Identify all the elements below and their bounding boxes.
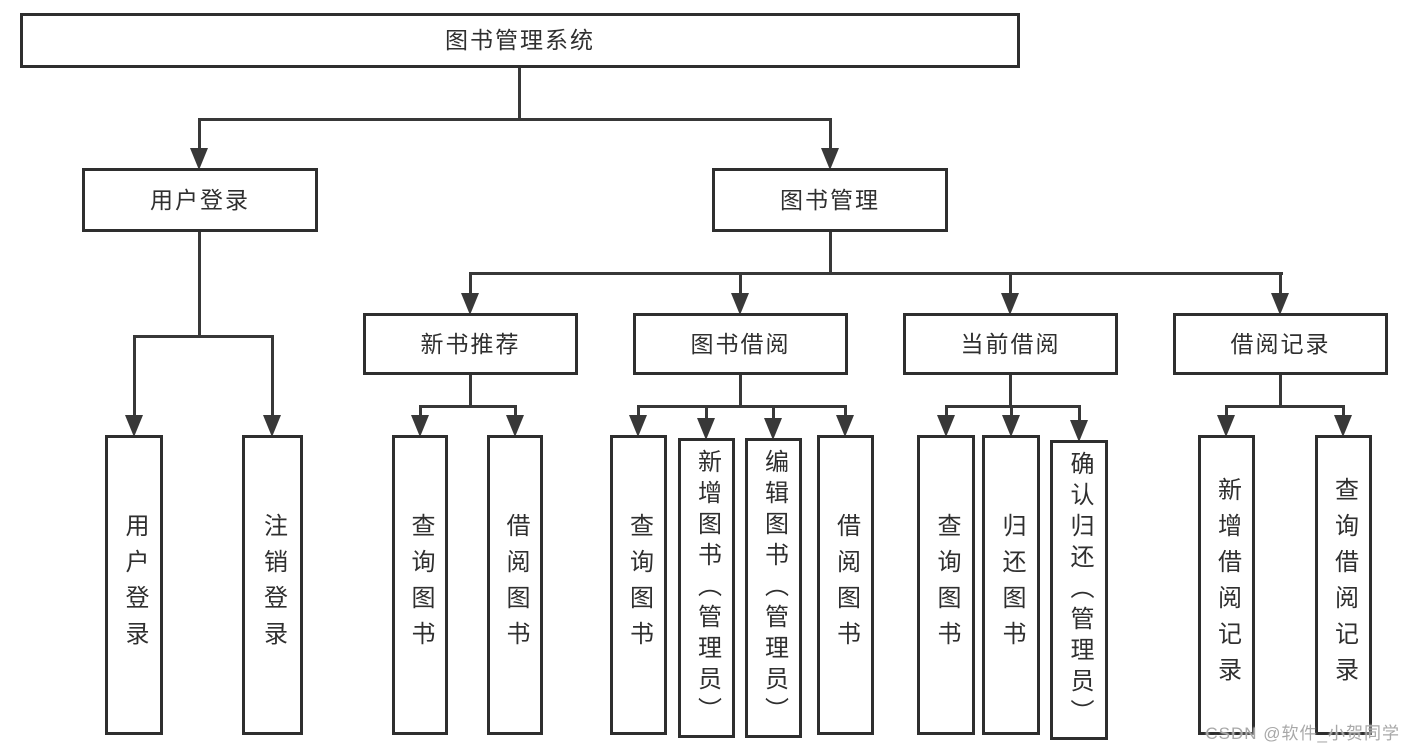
flow-box-leaf-query-books-c: 查询图书 <box>917 435 975 735</box>
arrow-down-icon <box>821 148 839 170</box>
flow-box-leaf-query-books-b: 查询图书 <box>610 435 667 735</box>
arrow-down-icon <box>125 415 143 437</box>
arrow-down-icon <box>461 293 479 315</box>
connector-line-horizontal <box>197 118 832 121</box>
connector-line-horizontal <box>468 272 1283 275</box>
watermark-text: CSDN @软件_小贺同学 <box>1205 724 1400 743</box>
arrow-down-icon <box>506 415 524 437</box>
connector-line-vertical <box>828 232 832 274</box>
arrow-down-icon <box>1271 293 1289 315</box>
flow-box-leaf-edit-books: 编辑图书（管理员） <box>745 438 802 738</box>
connector-line-vertical <box>517 68 521 120</box>
connector-line-horizontal <box>944 405 1081 408</box>
arrow-shaft <box>1224 405 1228 417</box>
arrow-shaft <box>468 272 472 295</box>
flow-box-borrowing-records: 借阅记录 <box>1173 313 1388 375</box>
arrow-shaft <box>1009 405 1013 417</box>
arrow-down-icon <box>697 418 715 440</box>
arrow-down-icon <box>629 415 647 437</box>
arrow-shaft <box>704 405 708 420</box>
arrow-shaft <box>197 118 201 150</box>
connector-line-horizontal <box>418 405 517 408</box>
arrow-down-icon <box>1002 415 1020 437</box>
arrow-shaft <box>132 335 136 417</box>
arrow-down-icon <box>937 415 955 437</box>
connector-line-horizontal <box>636 405 847 408</box>
arrow-shaft <box>1077 405 1081 422</box>
flow-box-leaf-query-books-a: 查询图书 <box>392 435 448 735</box>
flow-box-root: 图书管理系统 <box>20 13 1020 68</box>
arrow-down-icon <box>1334 415 1352 437</box>
connector-line-vertical <box>468 375 472 407</box>
flow-box-book-borrowing: 图书借阅 <box>633 313 848 375</box>
arrow-down-icon <box>190 148 208 170</box>
flow-box-leaf-logout: 注销登录 <box>242 435 303 735</box>
connector-line-vertical <box>1008 375 1012 407</box>
arrow-shaft <box>1278 272 1282 295</box>
arrow-down-icon <box>1001 293 1019 315</box>
arrow-shaft <box>738 272 742 295</box>
arrow-down-icon <box>731 293 749 315</box>
flow-box-new-book-recommend: 新书推荐 <box>363 313 578 375</box>
arrow-shaft <box>270 335 274 417</box>
arrow-shaft <box>513 405 517 417</box>
arrow-shaft <box>771 405 775 420</box>
arrow-shaft <box>1008 272 1012 295</box>
arrow-shaft <box>1341 405 1345 417</box>
flow-box-leaf-confirm-return: 确认归还（管理员） <box>1050 440 1108 740</box>
arrow-shaft <box>418 405 422 417</box>
arrow-shaft <box>944 405 948 417</box>
connector-line-horizontal <box>132 335 274 338</box>
flow-box-leaf-borrow-books-b: 借阅图书 <box>817 435 874 735</box>
arrow-down-icon <box>1070 420 1088 442</box>
arrow-down-icon <box>1217 415 1235 437</box>
connector-line-vertical <box>1278 375 1282 407</box>
arrow-down-icon <box>836 415 854 437</box>
flow-box-leaf-add-borrow-record: 新增借阅记录 <box>1198 435 1255 735</box>
flow-box-leaf-query-borrow-record: 查询借阅记录 <box>1315 435 1372 735</box>
arrow-down-icon <box>411 415 429 437</box>
arrow-down-icon <box>764 418 782 440</box>
flow-box-leaf-user-login: 用户登录 <box>105 435 163 735</box>
flow-box-user-login: 用户登录 <box>82 168 318 232</box>
flow-box-current-borrowing: 当前借阅 <box>903 313 1118 375</box>
flow-box-leaf-borrow-books-a: 借阅图书 <box>487 435 543 735</box>
flow-box-leaf-return-books: 归还图书 <box>982 435 1040 735</box>
arrow-shaft <box>843 405 847 417</box>
connector-line-vertical <box>197 232 201 337</box>
arrow-down-icon <box>263 415 281 437</box>
arrow-shaft <box>828 118 832 150</box>
connector-line-vertical <box>738 375 742 407</box>
flow-box-book-management: 图书管理 <box>712 168 948 232</box>
connector-line-horizontal <box>1224 405 1345 408</box>
flow-box-leaf-add-books: 新增图书（管理员） <box>678 438 735 738</box>
arrow-shaft <box>636 405 640 417</box>
